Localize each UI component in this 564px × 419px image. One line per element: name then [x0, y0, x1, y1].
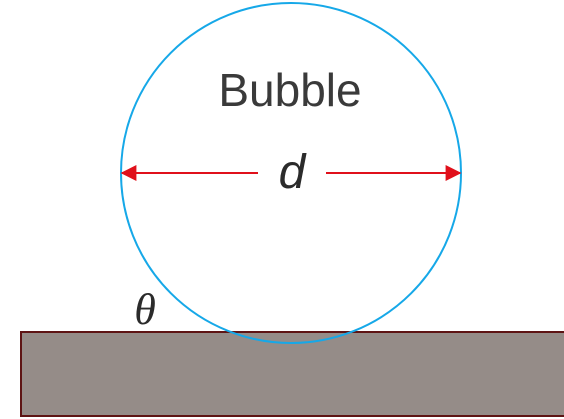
diameter-label: d	[279, 146, 307, 199]
bubble-label: Bubble	[218, 64, 361, 116]
contact-angle-label: θ	[134, 285, 156, 334]
substrate	[20, 331, 564, 417]
